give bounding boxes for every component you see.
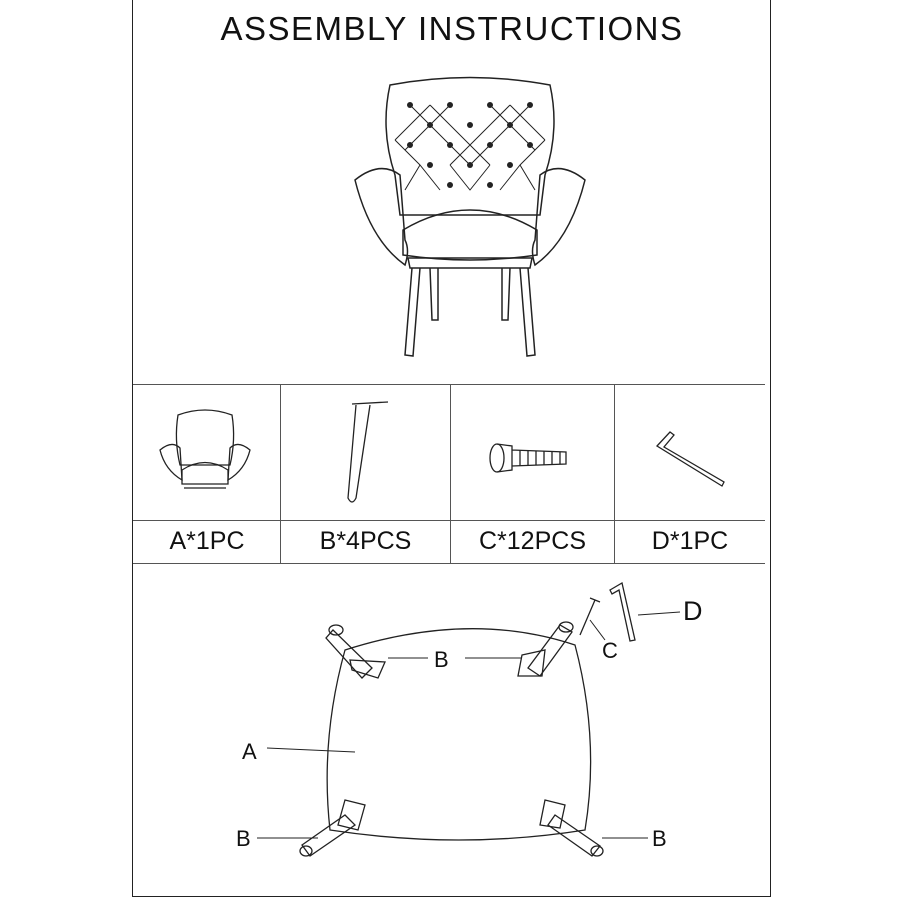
allen-key-d	[609, 581, 636, 642]
allen-key-icon	[655, 431, 725, 487]
table-top-line	[133, 384, 765, 385]
part-label-a: A*1PC	[169, 527, 245, 555]
table-divider	[280, 384, 281, 563]
leg-bottom-right	[539, 799, 604, 857]
bolt-icon	[489, 443, 567, 473]
chair-leg-icon	[347, 401, 389, 503]
leader-lines	[257, 611, 681, 839]
part-label-c: C*12PCS	[479, 527, 586, 555]
leg-top-left	[325, 624, 386, 679]
table-divider	[614, 384, 615, 563]
instruction-sheet	[132, 0, 771, 897]
table-mid-line	[133, 520, 765, 521]
armchair-icon	[159, 409, 251, 489]
page-title: ASSEMBLY INSTRUCTIONS	[220, 10, 684, 47]
bolt-c	[579, 597, 601, 636]
leg-bottom-left	[299, 799, 366, 857]
callout-d: D	[683, 596, 703, 626]
callout-c: C	[602, 638, 618, 663]
callout-b: B	[236, 826, 251, 851]
table-bottom-line	[133, 563, 765, 564]
callout-b: B	[434, 647, 449, 672]
leg-top-right	[517, 621, 574, 677]
part-label-b: B*4PCS	[319, 527, 412, 555]
callout-a: A	[242, 739, 257, 764]
table-divider	[450, 384, 451, 563]
part-label-d: D*1PC	[651, 527, 729, 555]
seat-underside	[326, 628, 592, 841]
callout-b: B	[652, 826, 667, 851]
